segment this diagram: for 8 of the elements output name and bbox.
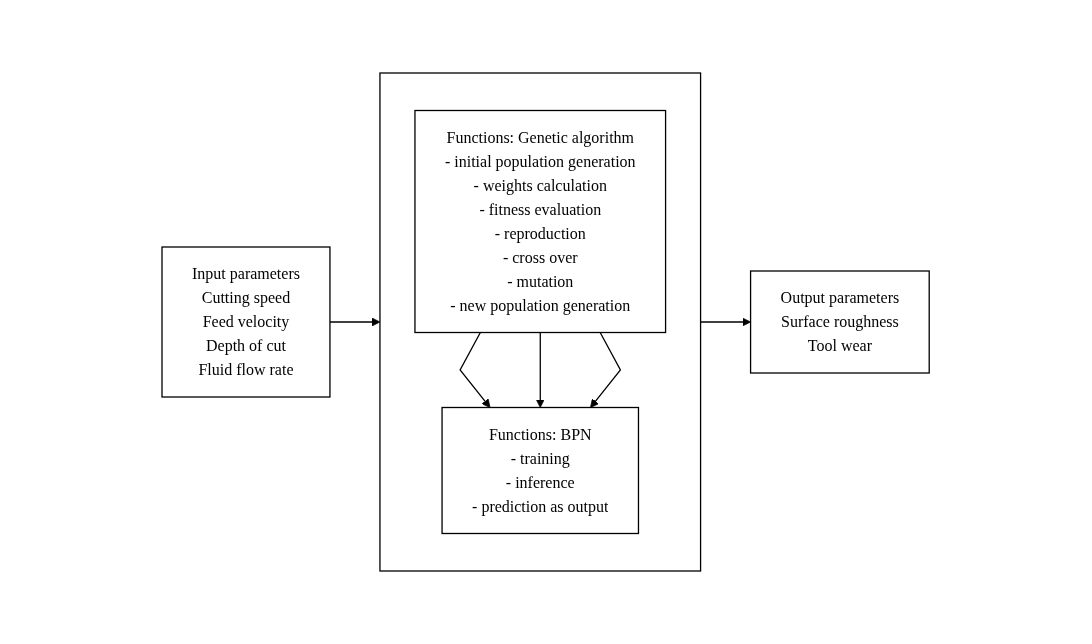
arrow xyxy=(590,331,622,408)
cluster xyxy=(379,72,702,572)
node-box: Functions: Genetic algorithm - initial population generation - weights calculation - fitness evaluation - reproduction - cross over - mutation - new population generation xyxy=(414,109,667,334)
node-box: Output parameters Surface roughness Tool wear xyxy=(750,270,931,374)
node-box: Functions: BPN - training - inference - prediction as output xyxy=(441,406,640,535)
arrow xyxy=(536,331,546,408)
node-box: Input parameters Cutting speed Feed velocity Depth of cut Fluid flow rate xyxy=(161,246,331,398)
arrow xyxy=(459,331,491,408)
